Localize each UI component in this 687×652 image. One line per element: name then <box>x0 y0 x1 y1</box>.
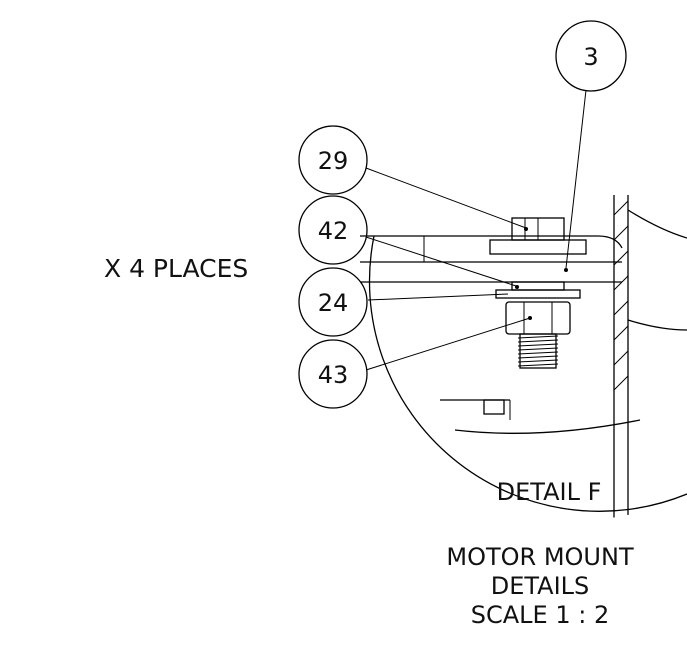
mount-plate <box>360 235 623 249</box>
quantity-note: X 4 PLACES <box>104 254 248 283</box>
wall-hatching <box>613 200 629 391</box>
wall-curve <box>627 209 687 239</box>
caption-line-1: MOTOR MOUNT <box>446 543 634 571</box>
lock-washer <box>511 281 565 291</box>
callout-balloon-42: 42 <box>298 195 368 265</box>
detail-boundary-arc <box>368 235 687 512</box>
flat-washer <box>495 289 581 299</box>
callout-balloon-29: 29 <box>298 125 368 195</box>
caption-line-2: DETAILS <box>491 572 590 600</box>
callout-balloon-24: 24 <box>298 267 368 337</box>
caption-line-3: SCALE 1 : 2 <box>471 601 609 629</box>
bolt-washer-top <box>489 239 587 255</box>
detail-title: DETAIL F <box>497 478 602 506</box>
callout-balloon-3: 3 <box>555 20 627 92</box>
callout-number-43: 43 <box>318 361 349 389</box>
callout-number-29: 29 <box>318 147 349 175</box>
wall-curve-2 <box>627 319 687 331</box>
leader-lines <box>365 89 587 371</box>
bolt-threads <box>517 333 559 369</box>
callout-balloon-43: 43 <box>298 339 368 409</box>
lower-bolt-fragment <box>483 399 505 415</box>
hex-nut <box>505 301 571 335</box>
callout-number-3: 3 <box>583 43 598 71</box>
callout-number-24: 24 <box>318 289 349 317</box>
callout-number-42: 42 <box>318 217 349 245</box>
detail-view-geometry <box>360 195 687 520</box>
